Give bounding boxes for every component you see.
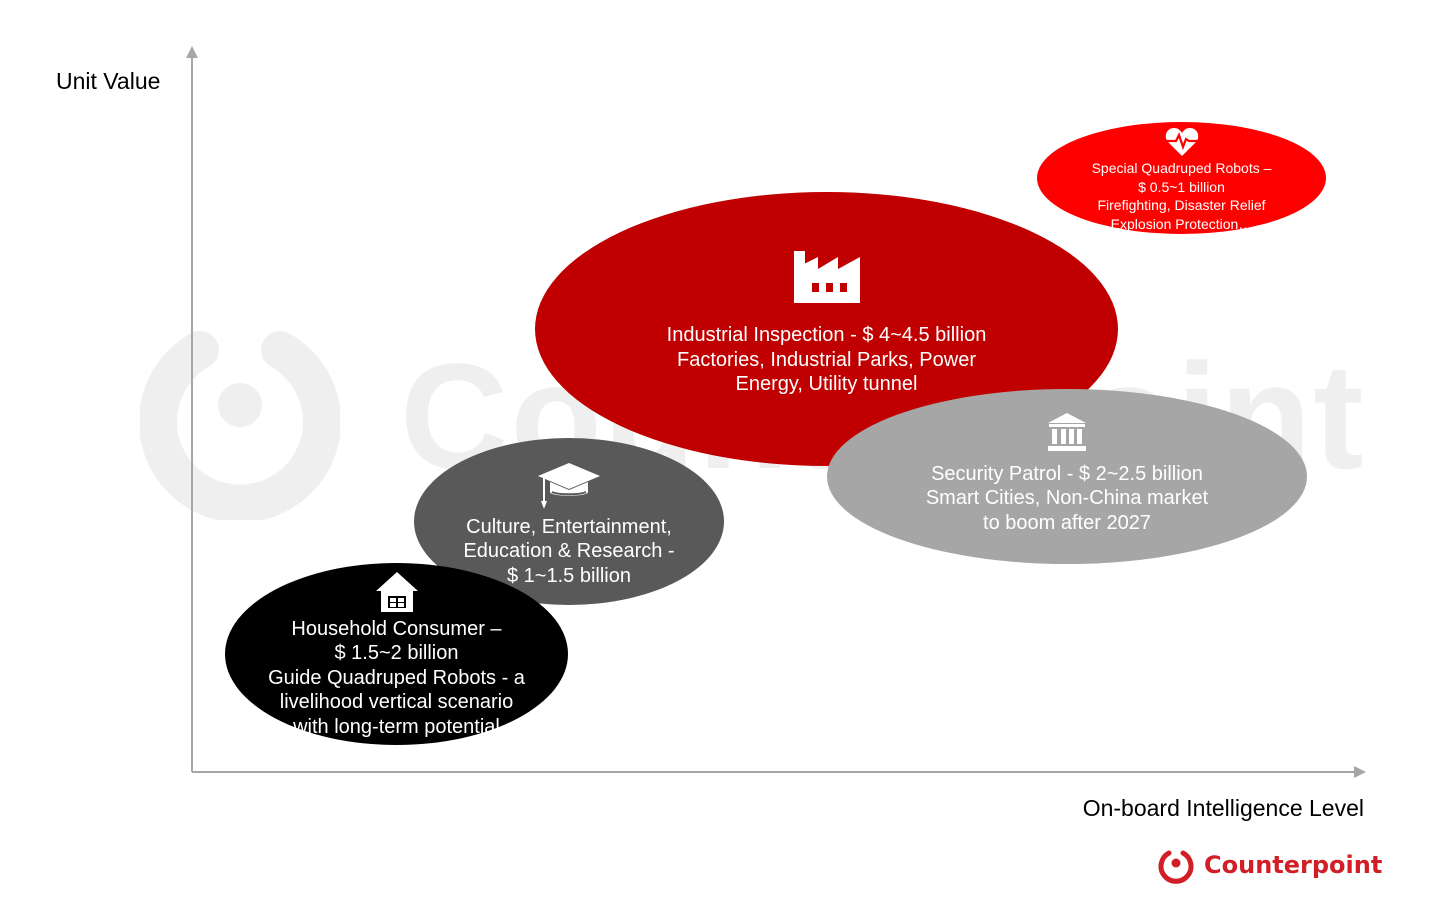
special-quadruped-text: Special Quadruped Robots – $ 0.5~1 billi… xyxy=(1092,159,1272,233)
watermark-logo-mark xyxy=(140,331,340,520)
household-consumer-text: Household Consumer – $ 1.5~2 billion Gui… xyxy=(268,617,525,740)
bubble-line: Explosion Protection… xyxy=(1110,215,1253,232)
bubble-line: Smart Cities, Non-China market xyxy=(925,487,1209,510)
x-axis-label: On-board Intelligence Level xyxy=(1082,795,1364,821)
factory-icon xyxy=(793,251,860,304)
special-quadruped-bubble: Special Quadruped Robots – $ 0.5~1 billi… xyxy=(1037,122,1326,234)
heart-pulse-icon xyxy=(1165,128,1198,156)
bubble-line: livelihood vertical scenario xyxy=(279,691,514,714)
bubble-line: Firefighting, Disaster Relief xyxy=(1097,197,1266,213)
bubble-line: $ 0.5~1 billion xyxy=(1138,178,1225,195)
brand-logo: Counterpoint xyxy=(1158,846,1382,884)
culture-education-text: Culture, Entertainment, Education & Rese… xyxy=(463,515,674,589)
bubble-line: to boom after 2027 xyxy=(983,511,1151,534)
industrial-inspection-text: Industrial Inspection - $ 4~4.5 billion … xyxy=(667,323,987,397)
house-icon xyxy=(375,571,418,612)
bubble-line: Guide Quadruped Robots - a xyxy=(268,666,525,689)
brand-name: Counterpoint xyxy=(1204,851,1383,879)
y-axis-arrow xyxy=(186,46,198,58)
bubble-line: Factories, Industrial Parks, Power xyxy=(676,348,976,371)
bank-building-icon xyxy=(1048,412,1086,451)
bubble-line: Education & Research - xyxy=(463,540,675,563)
bubble-line: Household Consumer – xyxy=(291,617,502,640)
security-patrol-bubble: Security Patrol - $ 2~2.5 billion Smart … xyxy=(827,389,1307,564)
bubble-line: $ 1.5~2 billion xyxy=(334,642,459,665)
graduation-cap-icon xyxy=(538,462,600,509)
security-patrol-text: Security Patrol - $ 2~2.5 billion Smart … xyxy=(926,462,1208,536)
bubble-line: Culture, Entertainment, xyxy=(466,515,672,538)
bubble-line: Industrial Inspection - $ 4~4.5 billion xyxy=(666,324,987,347)
counterpoint-logo-icon xyxy=(1158,850,1194,884)
bubble-line: Energy, Utility tunnel xyxy=(735,373,918,396)
bubble-line: Security Patrol - $ 2~2.5 billion xyxy=(931,462,1203,485)
y-axis-label: Unit Value xyxy=(56,68,161,94)
bubble-line: $ 1~1.5 billion xyxy=(507,564,631,587)
household-consumer-bubble: Household Consumer – $ 1.5~2 billion Gui… xyxy=(225,563,568,745)
bubble-line: Special Quadruped Robots – xyxy=(1091,160,1272,176)
x-axis-arrow xyxy=(1354,766,1366,778)
bubble-line: with long-term potential xyxy=(293,715,500,738)
